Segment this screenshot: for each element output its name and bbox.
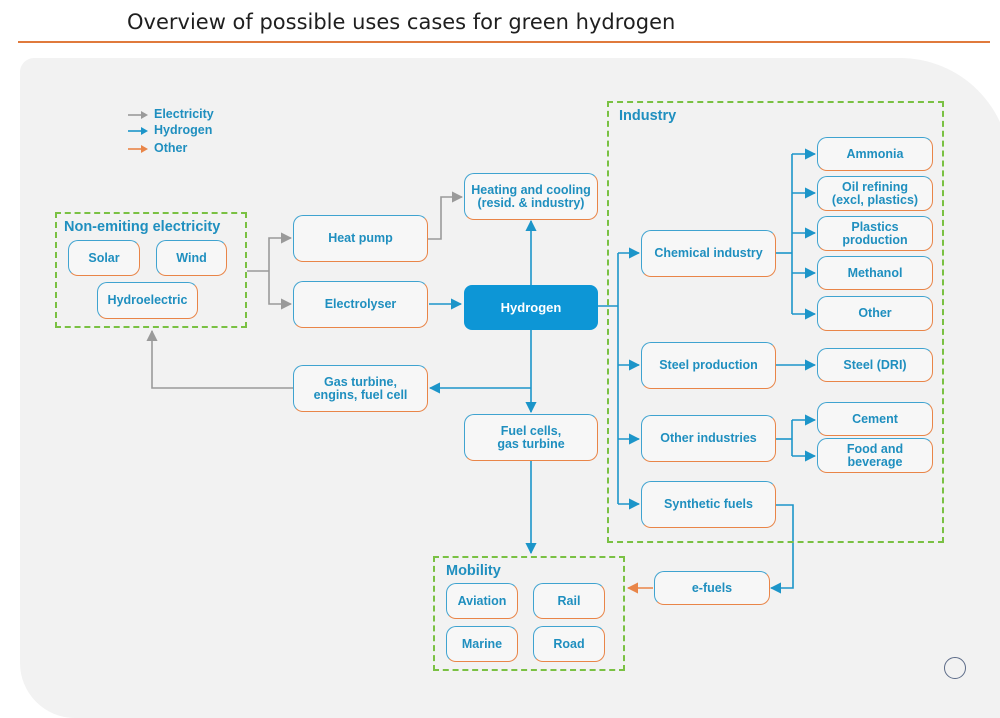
node-solar[interactable]: Solar <box>68 240 140 276</box>
group-industry <box>607 101 944 543</box>
page-indicator-icon <box>944 657 966 679</box>
node-road[interactable]: Road <box>533 626 605 662</box>
title-divider <box>18 41 990 43</box>
wire-synthetic-to-efuels <box>769 504 794 594</box>
node-fuel-cells[interactable]: Fuel cells, gas turbine <box>464 414 598 461</box>
group-industry-label: Industry <box>619 108 677 124</box>
wire-gasturbine-to-electricity <box>146 329 294 389</box>
node-other-industries[interactable]: Other industries <box>641 415 776 462</box>
wire-heatpump-to-heating <box>428 191 464 240</box>
wire-to-electrolyser <box>268 271 293 310</box>
group-non-emiting-electricity <box>55 212 247 328</box>
node-gas-turbine[interactable]: Gas turbine, engins, fuel cell <box>293 365 428 412</box>
node-rail[interactable]: Rail <box>533 583 605 619</box>
node-other[interactable]: Other <box>817 296 933 331</box>
node-electrolyser[interactable]: Electrolyser <box>293 281 428 328</box>
node-chemical-industry[interactable]: Chemical industry <box>641 230 776 277</box>
group-mobility <box>433 556 625 671</box>
node-plastics-production[interactable]: Plastics production <box>817 216 933 251</box>
node-methanol[interactable]: Methanol <box>817 256 933 290</box>
group-electricity-label: Non-emiting electricity <box>64 219 221 235</box>
node-steel-dri[interactable]: Steel (DRI) <box>817 348 933 382</box>
node-food-beverage[interactable]: Food and beverage <box>817 438 933 473</box>
legend-hydrogen-label: Hydrogen <box>154 123 213 137</box>
node-marine[interactable]: Marine <box>446 626 518 662</box>
node-aviation[interactable]: Aviation <box>446 583 518 619</box>
node-heating-cooling[interactable]: Heating and cooling (resid. & industry) <box>464 173 598 220</box>
group-mobility-label: Mobility <box>446 563 501 579</box>
connector-lines <box>146 148 817 594</box>
legend-hydrogen-arrow <box>128 127 148 135</box>
node-cement[interactable]: Cement <box>817 402 933 436</box>
page-title: Overview of possible uses cases for gree… <box>127 10 676 34</box>
node-oil-refining[interactable]: Oil refining (excl, plastics) <box>817 176 933 211</box>
node-e-fuels[interactable]: e-fuels <box>654 571 770 605</box>
node-wind[interactable]: Wind <box>156 240 227 276</box>
legend-electricity-label: Electricity <box>154 107 214 121</box>
legend-other-arrow <box>128 145 148 153</box>
legend-electricity-arrow <box>128 111 148 119</box>
node-hydrogen[interactable]: Hydrogen <box>464 285 598 330</box>
legend-other-label: Other <box>154 141 188 155</box>
node-heat-pump[interactable]: Heat pump <box>293 215 428 262</box>
node-steel-production[interactable]: Steel production <box>641 342 776 389</box>
wire-to-heat-pump <box>268 232 293 271</box>
node-hydroelectric[interactable]: Hydroelectric <box>97 282 198 319</box>
node-ammonia[interactable]: Ammonia <box>817 137 933 171</box>
node-synthetic-fuels[interactable]: Synthetic fuels <box>641 481 776 528</box>
